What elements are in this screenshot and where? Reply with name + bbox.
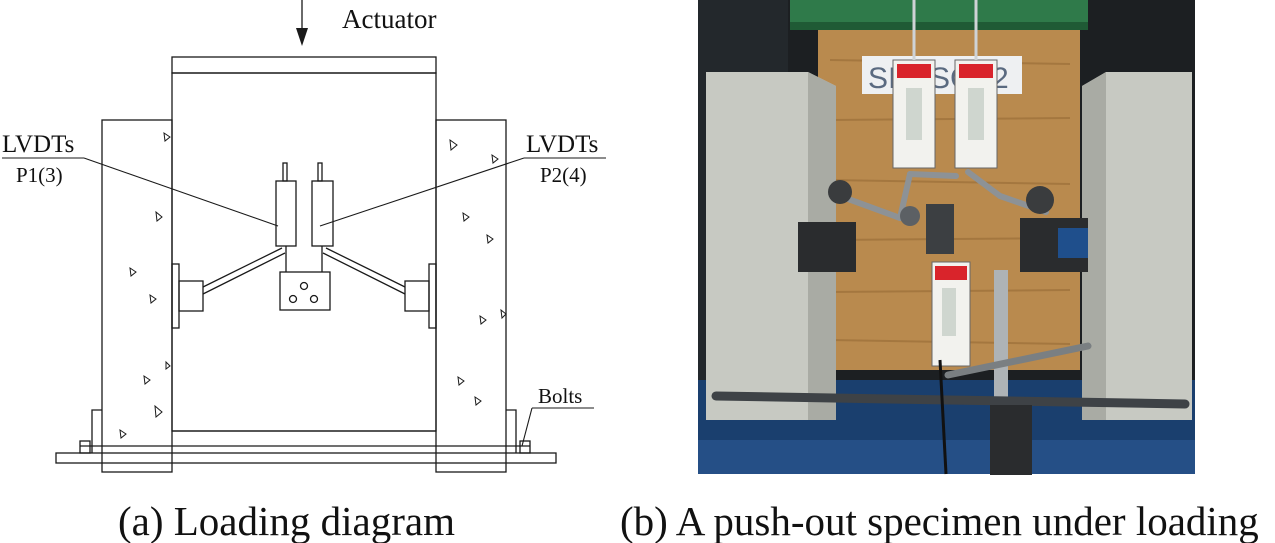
central-member xyxy=(171,56,437,432)
lvdt-bracket xyxy=(279,252,331,311)
caption-a: (a) Loading diagram xyxy=(118,498,455,543)
actuator-label: Actuator xyxy=(342,4,436,34)
left-concrete-slab xyxy=(91,119,173,473)
linking-rods xyxy=(202,247,406,295)
loading-diagram xyxy=(2,0,606,473)
lvdts-left-label: LVDTs xyxy=(2,131,74,158)
lvdts-right-sublabel: P2(4) xyxy=(540,163,587,187)
label-leader-lines xyxy=(2,157,606,447)
caption-b: (b) A push-out specimen under loading xyxy=(620,498,1259,543)
right-concrete-slab xyxy=(435,119,517,473)
tag-text-left: SI xyxy=(868,62,896,95)
left-connector xyxy=(171,263,204,329)
lvdt-left xyxy=(275,162,297,252)
lvdts-right-label: LVDTs xyxy=(526,131,598,158)
right-connector xyxy=(404,263,437,329)
base-plate xyxy=(55,440,557,464)
aggregate-marks-left xyxy=(119,131,171,439)
diagram-labels: Actuator LVDTs P1(3) LVDTs P2(4) Bolts xyxy=(2,4,598,408)
specimen-photo: SI SC 2 xyxy=(698,0,1195,475)
aggregate-marks-right xyxy=(449,138,507,406)
bolts-label: Bolts xyxy=(538,384,582,408)
lvdts-left-sublabel: P1(3) xyxy=(16,163,63,187)
actuator-arrow xyxy=(296,0,308,46)
lvdt-right xyxy=(311,162,334,252)
